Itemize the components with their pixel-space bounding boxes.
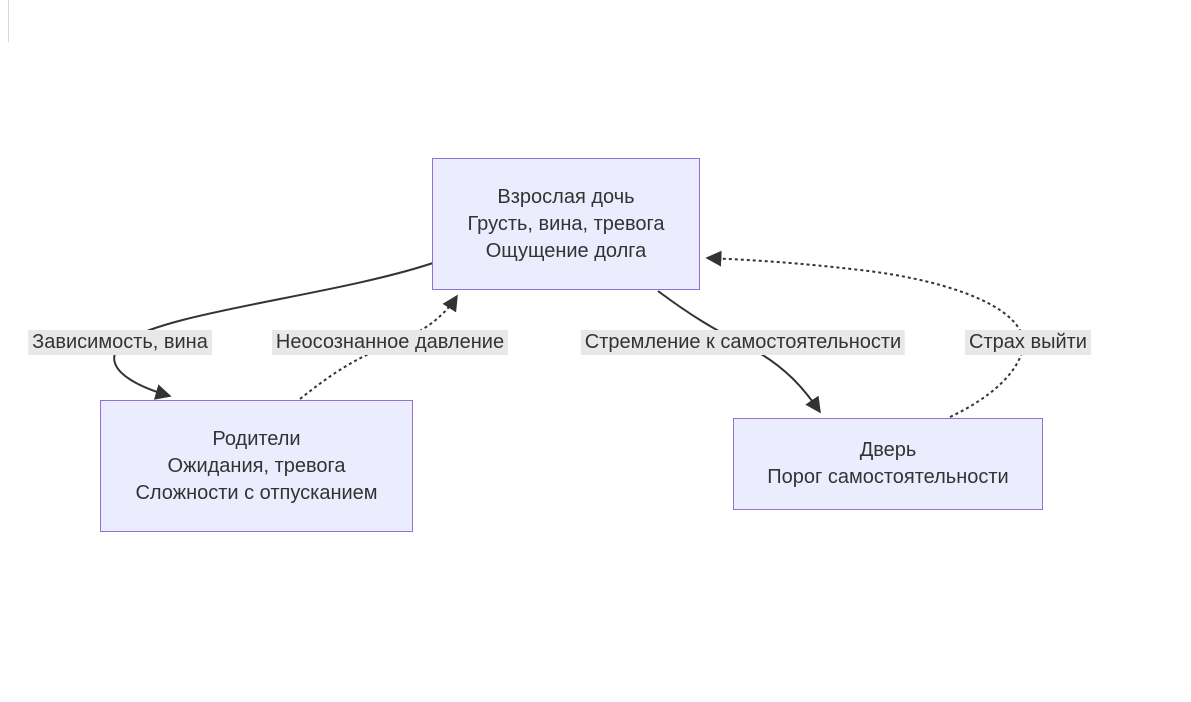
edge-label-striving-for-independence: Стремление к самостоятельности (580, 330, 906, 355)
node-line: Ожидания, тревога (167, 454, 346, 477)
page-edge-line (8, 0, 9, 42)
node-line: Грусть, вина, тревога (467, 212, 665, 235)
node-line: Взрослая дочь (497, 185, 635, 208)
node-line: Сложности с отпусканием (135, 481, 378, 504)
edge-parents-to-daughter (299, 294, 458, 400)
node-door: Дверь Порог самостоятельности (733, 418, 1043, 510)
node-line: Родители (212, 427, 301, 450)
node-parents: Родители Ожидания, тревога Сложности с о… (100, 400, 413, 532)
edge-label-unconscious-pressure: Неосознанное давление (271, 330, 509, 355)
node-line: Порог самостоятельности (767, 466, 1009, 488)
node-adult-daughter: Взрослая дочь Грусть, вина, тревога Ощущ… (432, 158, 700, 290)
edge-label-dependency-guilt: Зависимость, вина (28, 330, 212, 355)
node-line: Дверь (859, 439, 917, 461)
edge-door-to-daughter (705, 250, 1025, 418)
edge-label-fear-of-leaving: Страх выйти (965, 330, 1091, 355)
node-line: Ощущение долга (485, 239, 647, 262)
